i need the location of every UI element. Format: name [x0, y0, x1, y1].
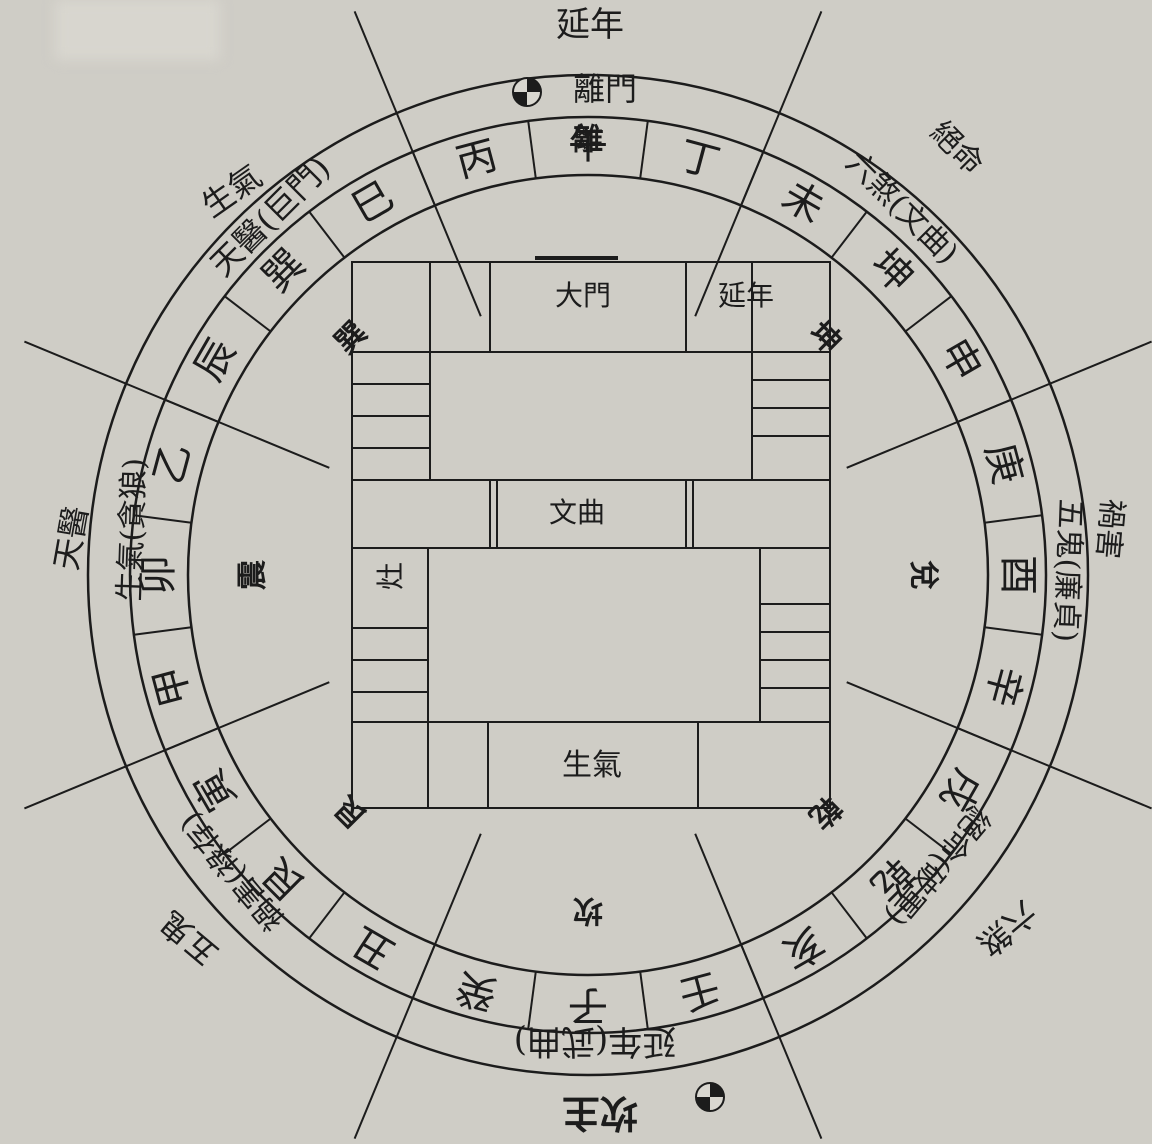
outer-label-sw1: 五鬼 — [152, 903, 225, 973]
mountain-tick — [639, 971, 649, 1030]
room-yannian: 延年 — [718, 279, 774, 312]
middle-ring — [128, 115, 1048, 1035]
gate-label: 離門 — [573, 70, 637, 108]
trigram-li: 離 — [573, 123, 603, 158]
blurred-corner — [55, 0, 220, 60]
mountain-tick — [904, 295, 953, 333]
trigram-zhen: 震 — [236, 559, 271, 590]
mountain-tick — [984, 626, 1043, 636]
gate-marker-bottom — [695, 1082, 725, 1112]
mountain-tick — [527, 120, 537, 179]
outer-label-ne1: 絕命 — [923, 115, 990, 182]
mountain-6: 庚 — [976, 438, 1031, 489]
outer-label-w2: 生氣(貪狼) — [113, 457, 153, 602]
mountain-tick — [957, 727, 1012, 752]
mountain-tick — [223, 295, 272, 333]
mountain-1: 午 — [568, 122, 608, 168]
trigram-dui: 兌 — [906, 560, 941, 590]
mountain-tick — [308, 210, 346, 259]
mountain-tick — [957, 398, 1012, 423]
mountain-2: 丁 — [674, 132, 725, 187]
mountain-12: 壬 — [674, 963, 725, 1018]
mountain-tick — [223, 817, 272, 855]
mountain-tick — [133, 514, 192, 524]
trigram-kun: 坤 — [802, 315, 848, 361]
mountain-tick — [133, 626, 192, 636]
mountain-tick — [639, 120, 649, 179]
mountain-tick — [164, 727, 219, 752]
trigram-qian: 乾 — [802, 789, 848, 835]
room-stove: 灶 — [374, 562, 407, 590]
room-main-door: 大門 — [555, 279, 611, 312]
mountain-0: 丙 — [451, 132, 502, 187]
room-shengqi: 生氣 — [562, 748, 622, 783]
mountain-tick — [411, 944, 436, 999]
gate-marker-top — [512, 77, 542, 107]
outer-label-s2: 延年(武曲) — [514, 1021, 677, 1061]
mountain-tick — [984, 514, 1043, 524]
mountain-13: 子 — [568, 982, 608, 1028]
mountain-ticks — [133, 120, 1043, 1030]
outer-label-e2: 五鬼(廉貞) — [1048, 498, 1088, 643]
mountain-tick — [527, 971, 537, 1030]
mountain-tick — [308, 891, 346, 940]
room-wenqu: 文曲 — [549, 496, 605, 529]
outer-label-e1: 禍害 — [1089, 497, 1129, 560]
mountain-tick — [740, 151, 765, 206]
mountain-tick — [740, 944, 765, 999]
mountain-18: 甲 — [145, 661, 200, 712]
mountain-tick — [164, 398, 219, 423]
mountain-14: 癸 — [451, 963, 502, 1018]
inner-ring — [186, 173, 990, 977]
mountain-tick — [830, 210, 868, 259]
mountain-tick — [830, 891, 868, 940]
outer-ring — [86, 73, 1090, 1077]
trigram-kan: 坎 — [573, 893, 603, 928]
mountain-tick — [904, 817, 953, 855]
mountain-19: 卯 — [135, 555, 181, 595]
outer-label-se1: 六煞 — [970, 893, 1043, 963]
sector-dividers — [24, 11, 1152, 1139]
mountain-8: 辛 — [976, 661, 1031, 712]
trigram-gen: 艮 — [327, 788, 374, 835]
floor-plan — [351, 261, 831, 809]
house-outline — [351, 261, 831, 809]
mountain-20: 乙 — [145, 438, 200, 489]
mountain-tick — [411, 151, 436, 206]
outer-label-s1: 坎主 — [562, 1091, 638, 1136]
outer-label-n: 延年 — [556, 5, 624, 45]
mountain-7: 酉 — [995, 555, 1041, 595]
